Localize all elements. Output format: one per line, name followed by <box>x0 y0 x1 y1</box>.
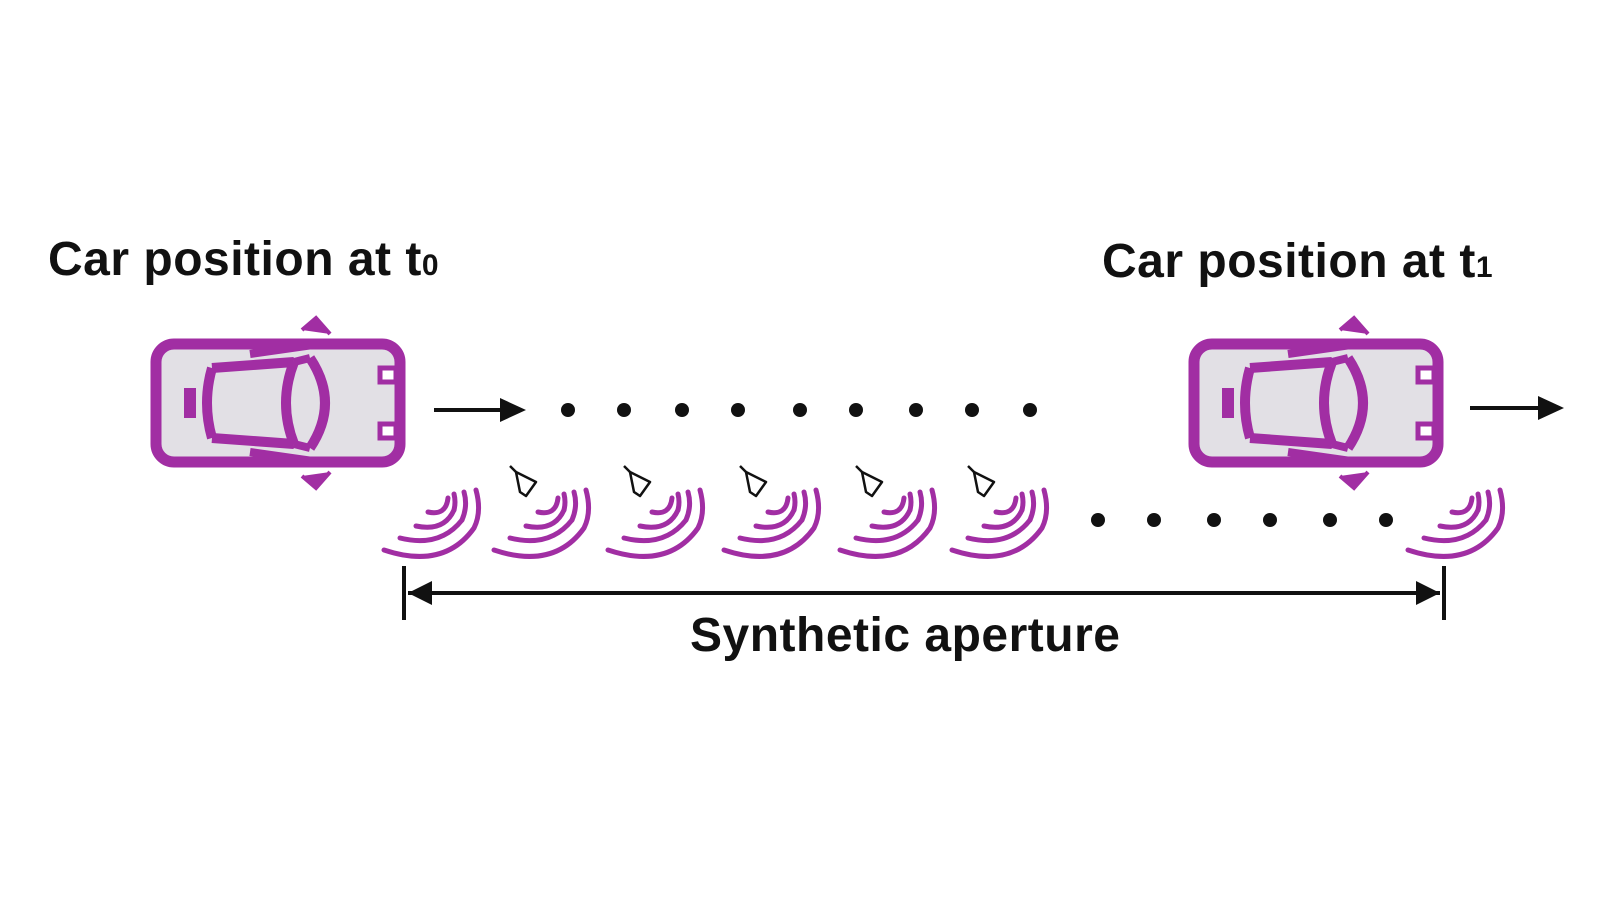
dot-icon <box>793 403 807 417</box>
sensor-icon <box>738 464 768 498</box>
dot-icon <box>965 403 979 417</box>
bottom-dot-row <box>1091 513 1393 527</box>
sensor-icon <box>508 464 538 498</box>
dot-icon <box>1147 513 1161 527</box>
car-icon-end <box>1194 318 1438 488</box>
radar-wave-icon <box>1408 490 1503 556</box>
sensor-icon <box>854 464 884 498</box>
dimension-arrow-icon <box>402 566 1446 620</box>
start-position-subscript: 0 <box>421 249 440 282</box>
top-dot-row <box>561 403 1037 417</box>
dot-icon <box>1263 513 1277 527</box>
radar-wave-icon <box>952 490 1047 556</box>
start-position-label: Car position at t0 <box>48 236 439 284</box>
radar-wave-icon <box>724 490 819 556</box>
synthetic-aperture-label: Synthetic aperture <box>690 609 1121 662</box>
arrow-right-icon-end <box>1470 396 1564 420</box>
dot-icon <box>1379 513 1393 527</box>
arrow-right-icon-start <box>434 398 526 422</box>
dot-icon <box>909 403 923 417</box>
dot-icon <box>1323 513 1337 527</box>
dot-icon <box>1207 513 1221 527</box>
start-position-text: Car position at t <box>48 233 422 286</box>
sensor-icon <box>622 464 652 498</box>
dot-icon <box>731 403 745 417</box>
radar-wave-icon <box>608 490 703 556</box>
dot-icon <box>1023 403 1037 417</box>
end-position-subscript: 1 <box>1475 251 1494 284</box>
dot-icon <box>561 403 575 417</box>
sensor-icon <box>966 464 996 498</box>
radar-wave-icon <box>494 490 589 556</box>
radar-wave-icon <box>840 490 935 556</box>
dot-icon <box>617 403 631 417</box>
dot-icon <box>849 403 863 417</box>
end-position-text: Car position at t <box>1102 235 1476 288</box>
end-position-label: Car position at t1 <box>1102 238 1493 286</box>
dot-icon <box>1091 513 1105 527</box>
car-icon-start <box>156 318 400 488</box>
radar-wave-icon <box>384 490 479 556</box>
dot-icon <box>675 403 689 417</box>
